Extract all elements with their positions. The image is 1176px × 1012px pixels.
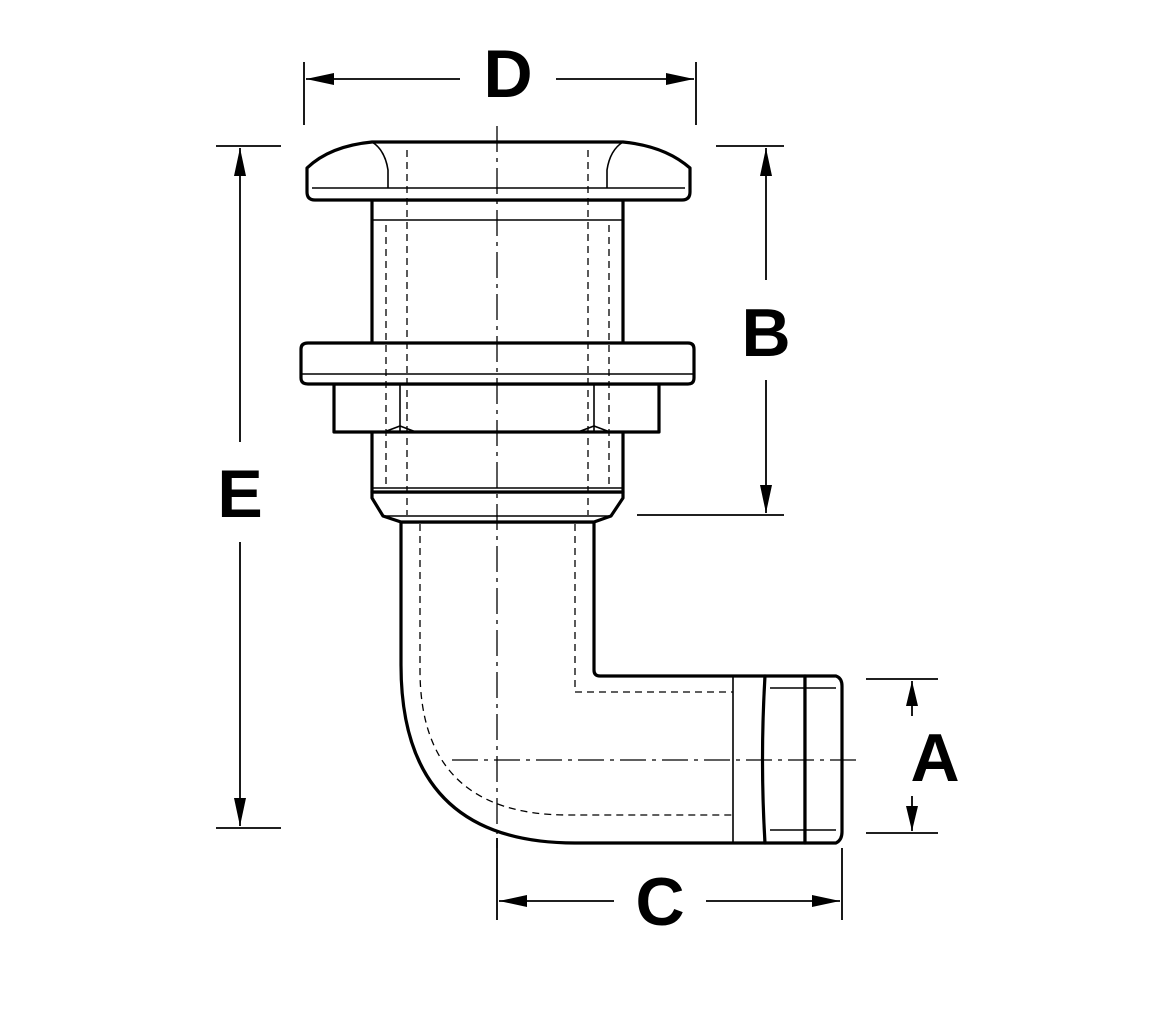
arrowhead (499, 895, 527, 907)
dimension-e: E (217, 148, 263, 826)
extension-lines (216, 62, 938, 920)
dimension-label-c: C (635, 864, 684, 940)
hidden-lines (385, 150, 733, 816)
arrowhead (906, 681, 918, 706)
dimension-a: A (906, 681, 960, 831)
arrowhead (306, 73, 334, 85)
arrowhead (666, 73, 694, 85)
flange-curve-left (371, 141, 389, 188)
flange-curve-right (606, 141, 624, 188)
elbow-body (399, 520, 767, 845)
dimension-c: C (499, 864, 840, 940)
dimension-label-d: D (483, 36, 532, 112)
center-lines (452, 126, 858, 848)
fitting-outline (299, 140, 844, 845)
arrowhead (906, 806, 918, 831)
dimension-label-e: E (217, 456, 262, 532)
flange-head (305, 140, 692, 202)
nut-chamfer (383, 425, 611, 433)
dimension-d: D (306, 36, 694, 112)
arrowhead (812, 895, 840, 907)
dimension-label-b: B (741, 295, 790, 371)
arrowhead (760, 148, 772, 176)
arrowhead (760, 485, 772, 513)
dimension-b: B (741, 148, 791, 513)
arrowhead (234, 798, 246, 826)
arrowhead (234, 148, 246, 176)
dimension-label-a: A (910, 720, 959, 796)
barb-ridge (760, 674, 807, 845)
